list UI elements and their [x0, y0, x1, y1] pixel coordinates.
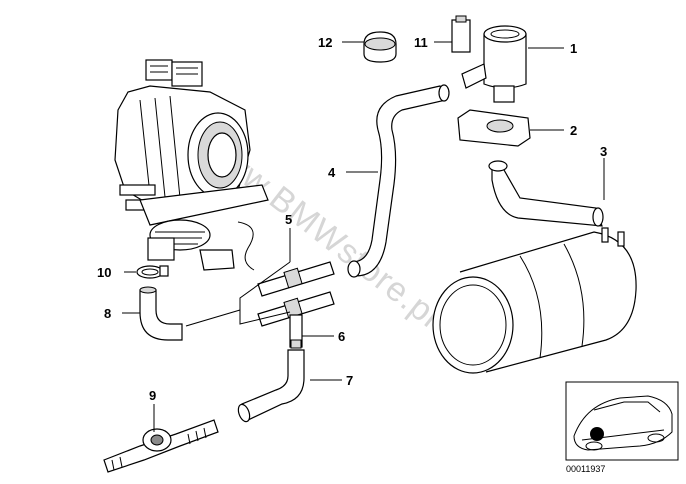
leader-lines	[122, 41, 605, 432]
callout-9: 9	[149, 388, 156, 403]
valve-part-1[interactable]	[461, 25, 527, 103]
cap-part-12[interactable]	[363, 31, 397, 63]
check-valve-part-9[interactable]	[103, 419, 219, 473]
connectors-part-5[interactable]	[257, 261, 335, 327]
elbow-hose-part-3[interactable]	[488, 160, 604, 227]
long-hose-part-4[interactable]	[347, 84, 450, 278]
diagram-code: 00011937	[566, 464, 605, 474]
throttle-body[interactable]	[114, 59, 269, 271]
plug-part-11[interactable]	[451, 15, 471, 53]
callout-8: 8	[104, 306, 111, 321]
callout-4: 4	[328, 165, 336, 180]
bracket-part-2[interactable]	[457, 109, 531, 147]
tee-nipple-part-6[interactable]	[289, 314, 303, 349]
callout-12: 12	[318, 35, 332, 50]
callout-1: 1	[570, 41, 577, 56]
callout-2: 2	[570, 123, 577, 138]
callout-10: 10	[97, 265, 111, 280]
callout-6: 6	[338, 329, 345, 344]
callout-7: 7	[346, 373, 353, 388]
location-marker-icon	[590, 427, 604, 441]
elbow-hose-part-8[interactable]	[139, 286, 183, 341]
clamp-part-10[interactable]	[136, 265, 169, 279]
callout-3: 3	[600, 144, 607, 159]
callout-5: 5	[285, 212, 292, 227]
callout-11: 11	[414, 35, 428, 50]
car-thumbnail[interactable]	[565, 381, 679, 461]
hose-part-7[interactable]	[236, 349, 305, 423]
canister[interactable]	[432, 227, 637, 374]
